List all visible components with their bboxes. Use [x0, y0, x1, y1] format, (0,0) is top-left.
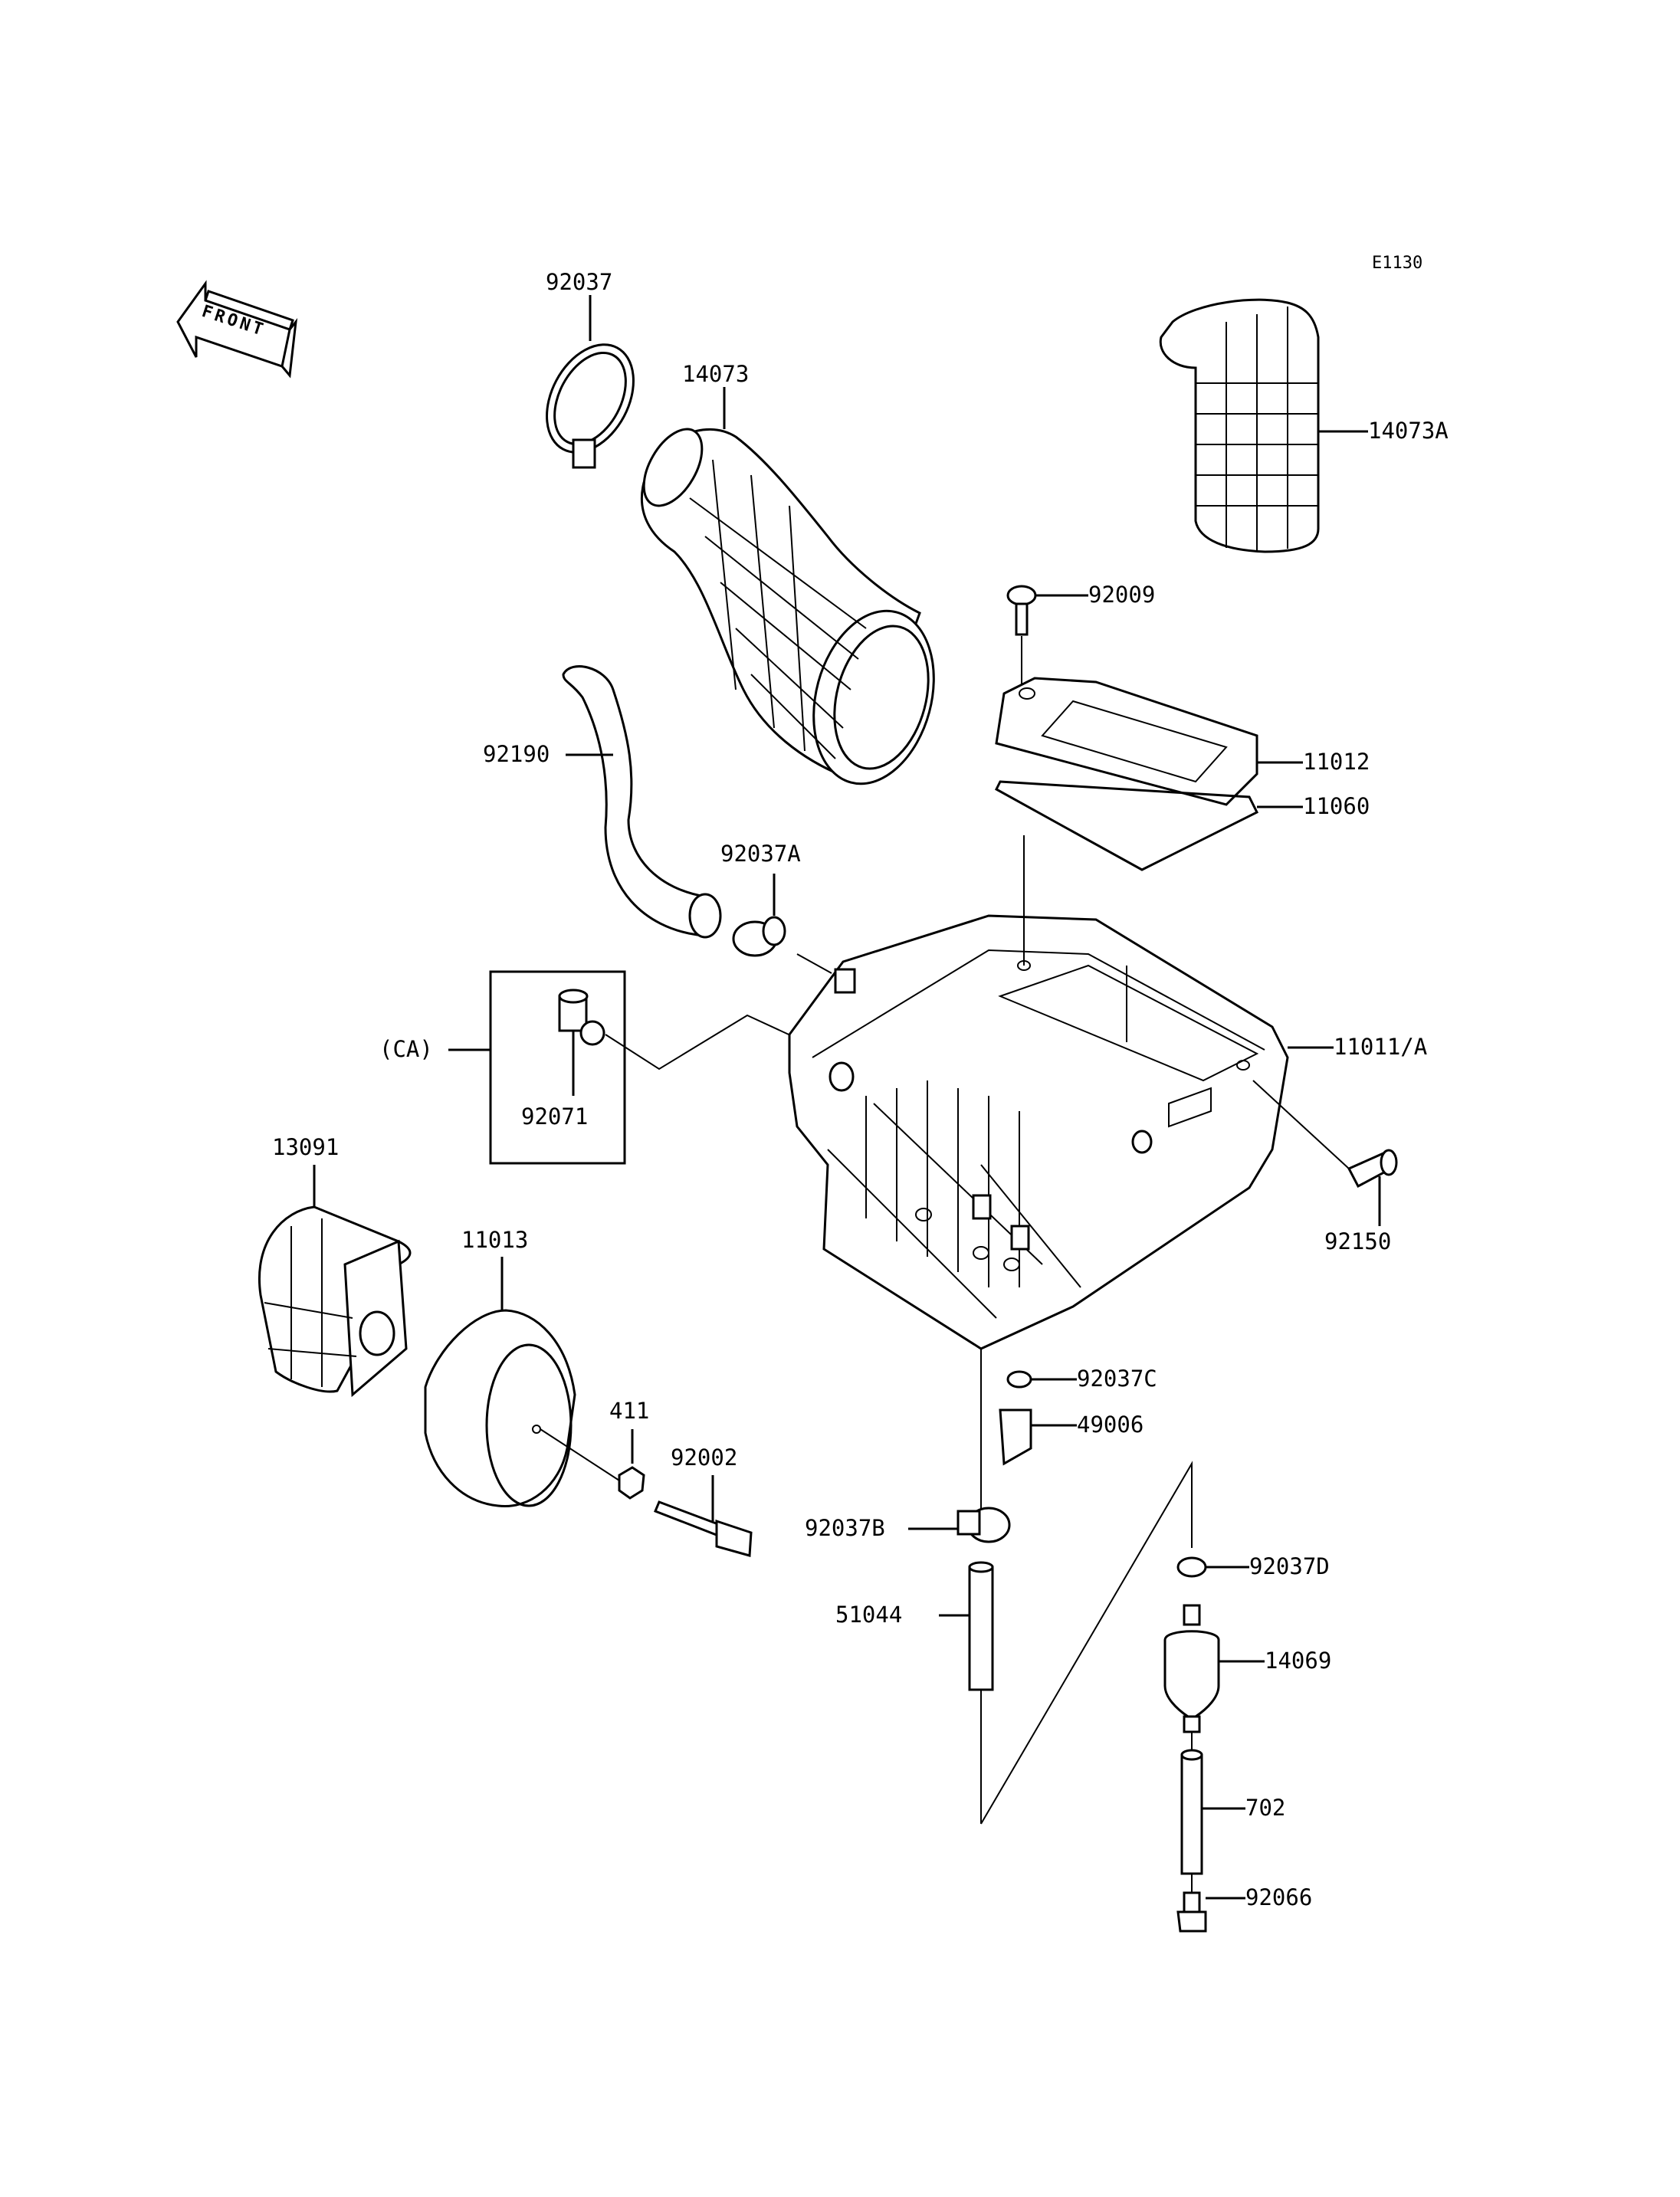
ca-box — [448, 970, 798, 1165]
callout-92037B: 92037B — [805, 1515, 885, 1541]
callout-92037C: 92037C — [1077, 1366, 1157, 1392]
callout-14069: 14069 — [1265, 1648, 1331, 1674]
callout-CA: (CA) — [379, 1036, 433, 1062]
callout-92190: 92190 — [483, 741, 550, 767]
nut-411 — [540, 1428, 645, 1500]
screw-92009 — [1006, 585, 1088, 690]
callout-92150: 92150 — [1324, 1228, 1391, 1254]
callout-11011A: 11011/A — [1334, 1034, 1427, 1060]
callout-92002: 92002 — [671, 1444, 737, 1471]
front-arrow-icon: FRONT — [176, 280, 298, 379]
hose-92190 — [562, 665, 722, 939]
callout-11060: 11060 — [1303, 793, 1370, 819]
callout-13091: 13091 — [272, 1134, 339, 1160]
callout-51044: 51044 — [835, 1602, 902, 1628]
callout-702: 702 — [1245, 1795, 1285, 1821]
bolt-92150 — [1252, 1080, 1398, 1226]
gasket-11060 — [995, 780, 1303, 871]
filter-element-11013 — [424, 1257, 576, 1508]
callout-49006: 49006 — [1077, 1412, 1144, 1438]
intake-duct-14073 — [640, 387, 935, 785]
callout-14073A: 14073A — [1368, 418, 1449, 444]
callout-411: 411 — [609, 1398, 649, 1424]
drain-assembly-right — [1163, 1556, 1265, 1933]
air-box-11011A — [788, 835, 1334, 1350]
callout-11013: 11013 — [461, 1227, 528, 1253]
diagram-code: E1130 — [1372, 254, 1422, 273]
drain-assembly-left — [908, 1349, 1193, 1825]
callout-92037D: 92037D — [1249, 1553, 1330, 1579]
callout-92037A: 92037A — [720, 841, 801, 867]
callout-14073: 14073 — [682, 361, 749, 387]
callout-11012: 11012 — [1303, 749, 1370, 775]
filter-cover-11012 — [995, 677, 1303, 806]
clamp-92037 — [546, 295, 635, 469]
callout-92009: 92009 — [1088, 582, 1155, 608]
duct-cover-14073A — [1159, 298, 1368, 553]
callout-92037: 92037 — [546, 269, 612, 295]
bolt-92002 — [654, 1475, 753, 1557]
filter-frame-13091 — [258, 1165, 412, 1398]
callout-92066: 92066 — [1245, 1884, 1312, 1910]
callout-92071: 92071 — [521, 1103, 588, 1130]
clamp-92037A — [732, 874, 832, 974]
